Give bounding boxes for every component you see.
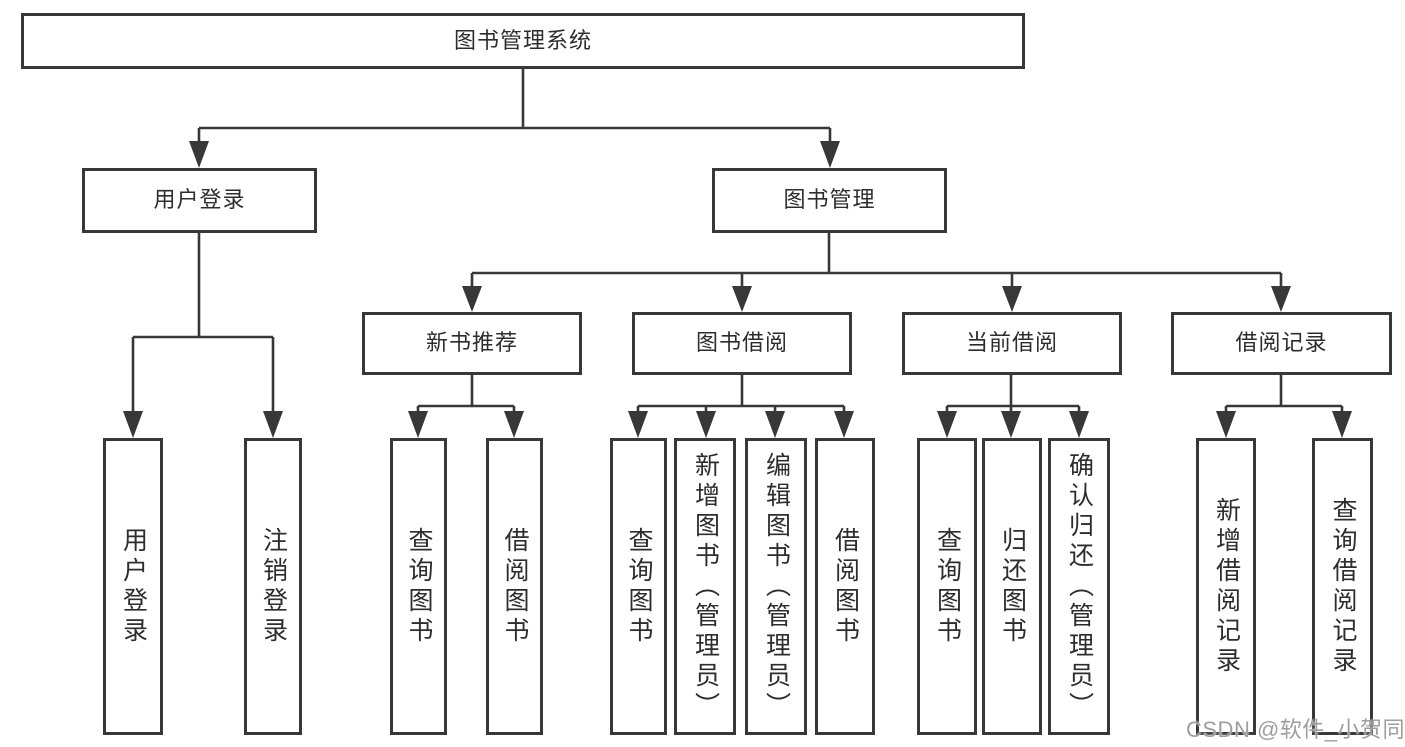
arrowhead-down-icon <box>1271 286 1291 312</box>
leaf-return-books: 归还图书 <box>982 438 1042 735</box>
leaf-query-books-current: 查询图书 <box>917 438 977 735</box>
arrowhead-down-icon <box>732 286 752 312</box>
node-new-book-recommend: 新书推荐 <box>362 312 582 375</box>
arrowhead-down-icon <box>765 411 785 438</box>
arrowhead-down-icon <box>263 411 283 438</box>
arrowhead-down-icon <box>1069 411 1089 438</box>
node-current-borrow: 当前借阅 <box>902 312 1122 375</box>
arrowhead-down-icon <box>1001 411 1021 438</box>
connector-current-borrow <box>945 375 1081 414</box>
arrowhead-down-icon <box>123 411 143 438</box>
leaf-user-login: 用户登录 <box>103 438 163 735</box>
connector-borrow-records <box>1224 375 1344 414</box>
leaf-query-books-recommend: 查询图书 <box>390 438 447 735</box>
connector-root-stem <box>197 69 832 146</box>
node-library-system: 图书管理系统 <box>21 13 1025 69</box>
arrowhead-down-icon <box>834 411 854 438</box>
leaf-borrow-books: 借阅图书 <box>815 438 875 735</box>
arrowhead-down-icon <box>189 141 209 168</box>
arrowhead-down-icon <box>1216 411 1236 438</box>
arrowhead-down-icon <box>408 411 428 438</box>
arrowhead-down-icon <box>1002 286 1022 312</box>
connector-book-borrow <box>636 375 846 414</box>
arrowheads <box>123 141 1352 438</box>
connector-book-management <box>470 233 1283 290</box>
leaf-confirm-return-admin: 确认归还（管理员） <box>1048 438 1110 735</box>
connector-user-login <box>131 233 275 414</box>
leaf-edit-book-admin: 编辑图书（管理员） <box>745 438 807 735</box>
leaf-query-borrow-record: 查询借阅记录 <box>1312 438 1373 735</box>
arrowhead-down-icon <box>696 411 716 438</box>
node-borrow-records: 借阅记录 <box>1171 312 1392 375</box>
csdn-watermark: CSDN @软件_小贺同学 <box>1186 717 1405 742</box>
arrowhead-down-icon <box>937 411 957 438</box>
arrowhead-down-icon <box>628 411 648 438</box>
leaf-borrow-books-recommend: 借阅图书 <box>486 438 543 735</box>
leaf-add-book-admin: 新增图书（管理员） <box>674 438 736 735</box>
arrowhead-down-icon <box>504 411 524 438</box>
arrowhead-down-icon <box>820 141 840 168</box>
arrowhead-down-icon <box>462 286 482 312</box>
leaf-query-books-borrow: 查询图书 <box>610 438 667 735</box>
leaf-logout: 注销登录 <box>244 438 302 735</box>
arrowhead-down-icon <box>1332 411 1352 438</box>
node-book-borrow: 图书借阅 <box>632 312 852 375</box>
connector-new-book <box>416 375 516 414</box>
leaf-add-borrow-record: 新增借阅记录 <box>1196 438 1256 735</box>
node-user-login: 用户登录 <box>82 168 317 233</box>
node-book-management: 图书管理 <box>712 168 947 233</box>
